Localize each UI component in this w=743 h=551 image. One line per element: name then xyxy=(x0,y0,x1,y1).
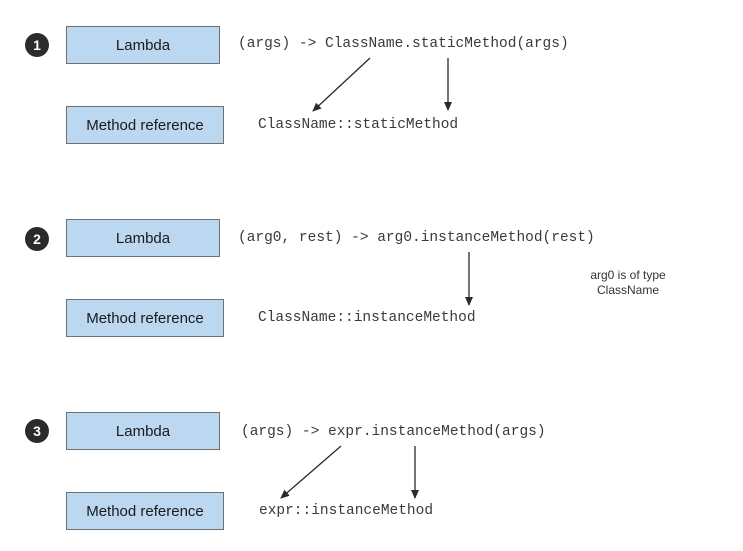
method-reference-code-3: expr::instanceMethod xyxy=(259,503,434,519)
lambda-box-3: Lambda xyxy=(66,412,220,450)
method-reference-code-1: ClassName::staticMethod xyxy=(258,117,459,133)
method-reference-box-2: Method reference xyxy=(66,299,224,337)
step-number-badge-1: 1 xyxy=(25,33,49,57)
method-reference-box-1: Method reference xyxy=(66,106,224,144)
arrow-expr-3 xyxy=(280,445,342,499)
step-number-badge-3: 3 xyxy=(25,419,49,443)
type-note-line-1: arg0 is of type xyxy=(590,268,666,282)
type-note: arg0 is of type ClassName xyxy=(573,268,683,298)
method-reference-code-2: ClassName::instanceMethod xyxy=(258,310,476,326)
lambda-code-1: (args) -> ClassName.staticMethod(args) xyxy=(238,36,569,52)
lambda-code-3: (args) -> expr.instanceMethod(args) xyxy=(241,424,546,440)
type-note-line-2: ClassName xyxy=(596,283,659,297)
lambda-box-2: Lambda xyxy=(66,219,220,257)
method-reference-box-3: Method reference xyxy=(66,492,224,530)
step-number-badge-2: 2 xyxy=(25,227,49,251)
lambda-code-2: (arg0, rest) -> arg0.instanceMethod(rest… xyxy=(238,230,595,246)
lambda-box-1: Lambda xyxy=(66,26,220,64)
arrow-classname-1 xyxy=(312,57,371,112)
